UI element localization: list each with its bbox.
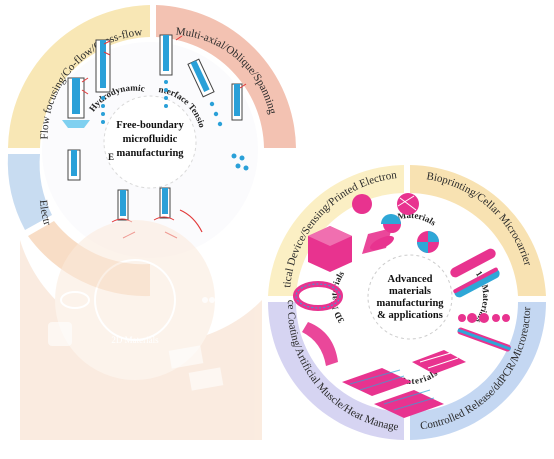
left-wheel-segment-left <box>7 154 53 230</box>
left-wheel-faded-lower: 2D Materials <box>20 220 262 440</box>
right-wheel-center-ring <box>367 254 453 340</box>
multi-axial-nozzle-illustration <box>159 34 249 171</box>
flow-focusing-nozzle-illustration <box>62 39 111 128</box>
three-d-materials-illustration <box>293 226 392 366</box>
one-d-materials-illustration <box>450 248 511 352</box>
two-d-materials-illustration <box>342 350 466 418</box>
left-wheel-segment-top-right <box>156 5 296 148</box>
right-wheel-segment-top-left <box>268 165 404 296</box>
right-wheel-segment-top-right <box>410 165 546 296</box>
left-wheel-inner-electrical: E <box>108 152 114 162</box>
left-wheel-center-line-1: Free-boundary <box>116 120 184 131</box>
left-wheel-center-line-3: manufacturing <box>116 148 184 159</box>
right-wheel-center-line-3: manufacturing <box>376 298 444 309</box>
right-wheel-center-line-1: Advanced <box>388 274 433 285</box>
left-wheel-segment-top-left <box>8 5 150 148</box>
left-wheel-faded-2d-label: 2D Materials <box>111 335 159 345</box>
right-wheel-center-line-4: & applications <box>377 310 443 321</box>
left-wheel-label-electro: Electr <box>37 199 53 227</box>
right-wheel-segment-bottom-right <box>410 302 546 440</box>
left-wheel-center-line-2: microfluidic <box>123 134 178 145</box>
left-wheel: Flow focusing/Co-flow/Cross-flow Multi-a… <box>0 0 296 440</box>
right-wheel-segment-bottom-left <box>268 302 404 440</box>
left-wheel-center-ring <box>103 95 197 189</box>
electro-nozzle-illustration <box>67 149 203 239</box>
right-wheel-center-line-2: materials <box>389 286 431 297</box>
